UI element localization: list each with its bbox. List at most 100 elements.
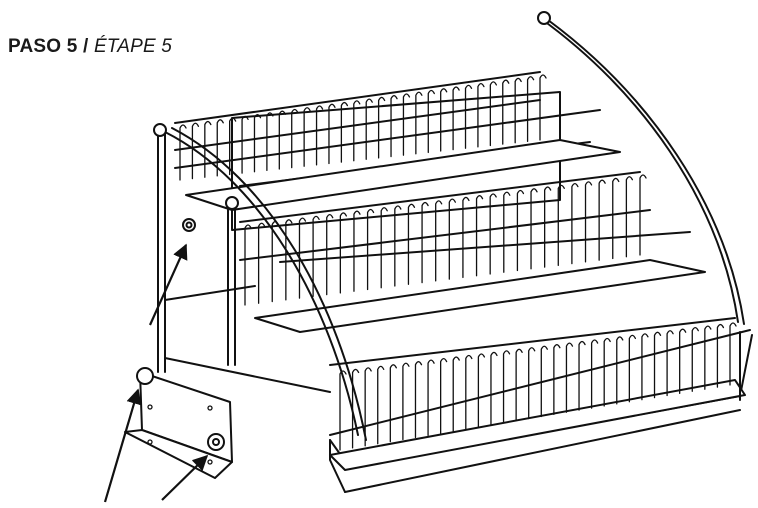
upper-slat [179,124,187,181]
cross-brace [164,285,256,301]
upper-slat [291,108,299,169]
middle-slat [625,176,634,258]
middle-slat [257,222,266,304]
upper-slat [502,79,510,145]
arrow-bracket-bottom-screw [161,454,209,501]
basket-slat [716,323,725,388]
middle-slat [326,214,334,296]
basket-bottom-rail [344,409,741,493]
middle-slat [339,212,347,294]
upper-slat [340,101,349,163]
upper-slat [489,81,497,147]
step-title: PASO 5 / ÉTAPE 5 [8,36,172,58]
basket-slat [389,364,397,443]
side-arc-left [164,131,359,436]
post-cap-top [537,11,551,25]
basket-floor [329,379,746,471]
upper-slat [229,117,237,176]
post-cap-left [153,123,167,137]
middle-slat [598,179,606,261]
basket-slat [515,348,523,422]
upper-slat [415,91,423,155]
middle-slat [503,191,511,273]
basket-slat [679,328,687,395]
middle-slat [285,219,293,301]
basket-slat [377,365,385,445]
upper-slat [427,89,435,154]
middle-rail-2 [239,209,651,261]
upper-slat [278,110,286,170]
upper-slat [514,77,522,144]
middle-slat [312,215,320,298]
middle-slat [475,195,484,277]
basket-slat [578,340,586,411]
upper-slat [440,88,448,152]
middle-slat [612,177,620,260]
basket-slat [565,342,574,413]
upper-slat [464,84,473,149]
middle-slat [584,181,593,263]
upper-slat [315,105,324,166]
basket-slat [691,327,699,392]
side-arc-left-inner [171,127,367,441]
upper-slat [539,74,547,141]
middle-slat [516,189,525,272]
upper-rail-3 [174,109,601,169]
bracket-screw-top [136,367,154,385]
basket-slat [729,322,737,386]
middle-slat [421,201,429,284]
upper-slat [402,93,411,156]
side-frame [153,11,745,441]
middle-slat [407,203,416,285]
basket-left-end [329,439,346,493]
middle-slat [394,205,402,287]
mounting-bracket [124,367,233,479]
middle-slat [489,193,497,275]
upper-slat [303,107,311,167]
bracket-hole-2 [207,405,213,411]
middle-slat [366,208,375,291]
upper-slat [377,96,386,159]
middle-rail-3 [279,231,691,263]
upper-top-rail [174,71,541,124]
middle-slat [639,174,647,256]
upper-slat [365,98,373,160]
upper-tier [174,71,621,231]
basket-slat [641,333,649,401]
lower-brace [164,357,331,393]
upper-slat [477,82,485,148]
basket-slat [502,350,511,424]
basket-slat [452,356,460,432]
step-label-es: PASO 5 [8,36,78,57]
basket-slat [590,339,599,409]
basket-slat [653,331,662,399]
basket-slat [414,361,423,439]
basket-slat [364,367,372,447]
step-separator: / [82,36,89,57]
bracket-screw-hole [212,438,220,446]
middle-shelf [254,259,706,333]
callout-arrows [103,243,209,503]
basket-slat [528,347,536,420]
middle-slat [462,196,470,279]
side-arc-right-inner [547,19,745,325]
basket-wire-slats [339,322,737,451]
middle-slat [435,200,443,282]
middle-slat [448,198,456,280]
upper-slat [191,122,200,180]
upper-slat [204,120,212,178]
basket-slat [339,370,347,451]
upper-slat [526,76,535,143]
arrow-upper-screw [148,243,188,326]
basket-slat [603,337,611,407]
basket-slat [704,325,712,390]
middle-wire-slats [244,174,647,306]
basket-slat [616,336,624,405]
step-label-fr: ÉTAPE 5 [93,36,173,57]
basket-slat [351,368,360,449]
middle-top-rail [239,171,641,223]
basket-slat [540,345,548,418]
upper-rail-2 [174,99,541,151]
basket-top-rail-back [329,317,736,366]
